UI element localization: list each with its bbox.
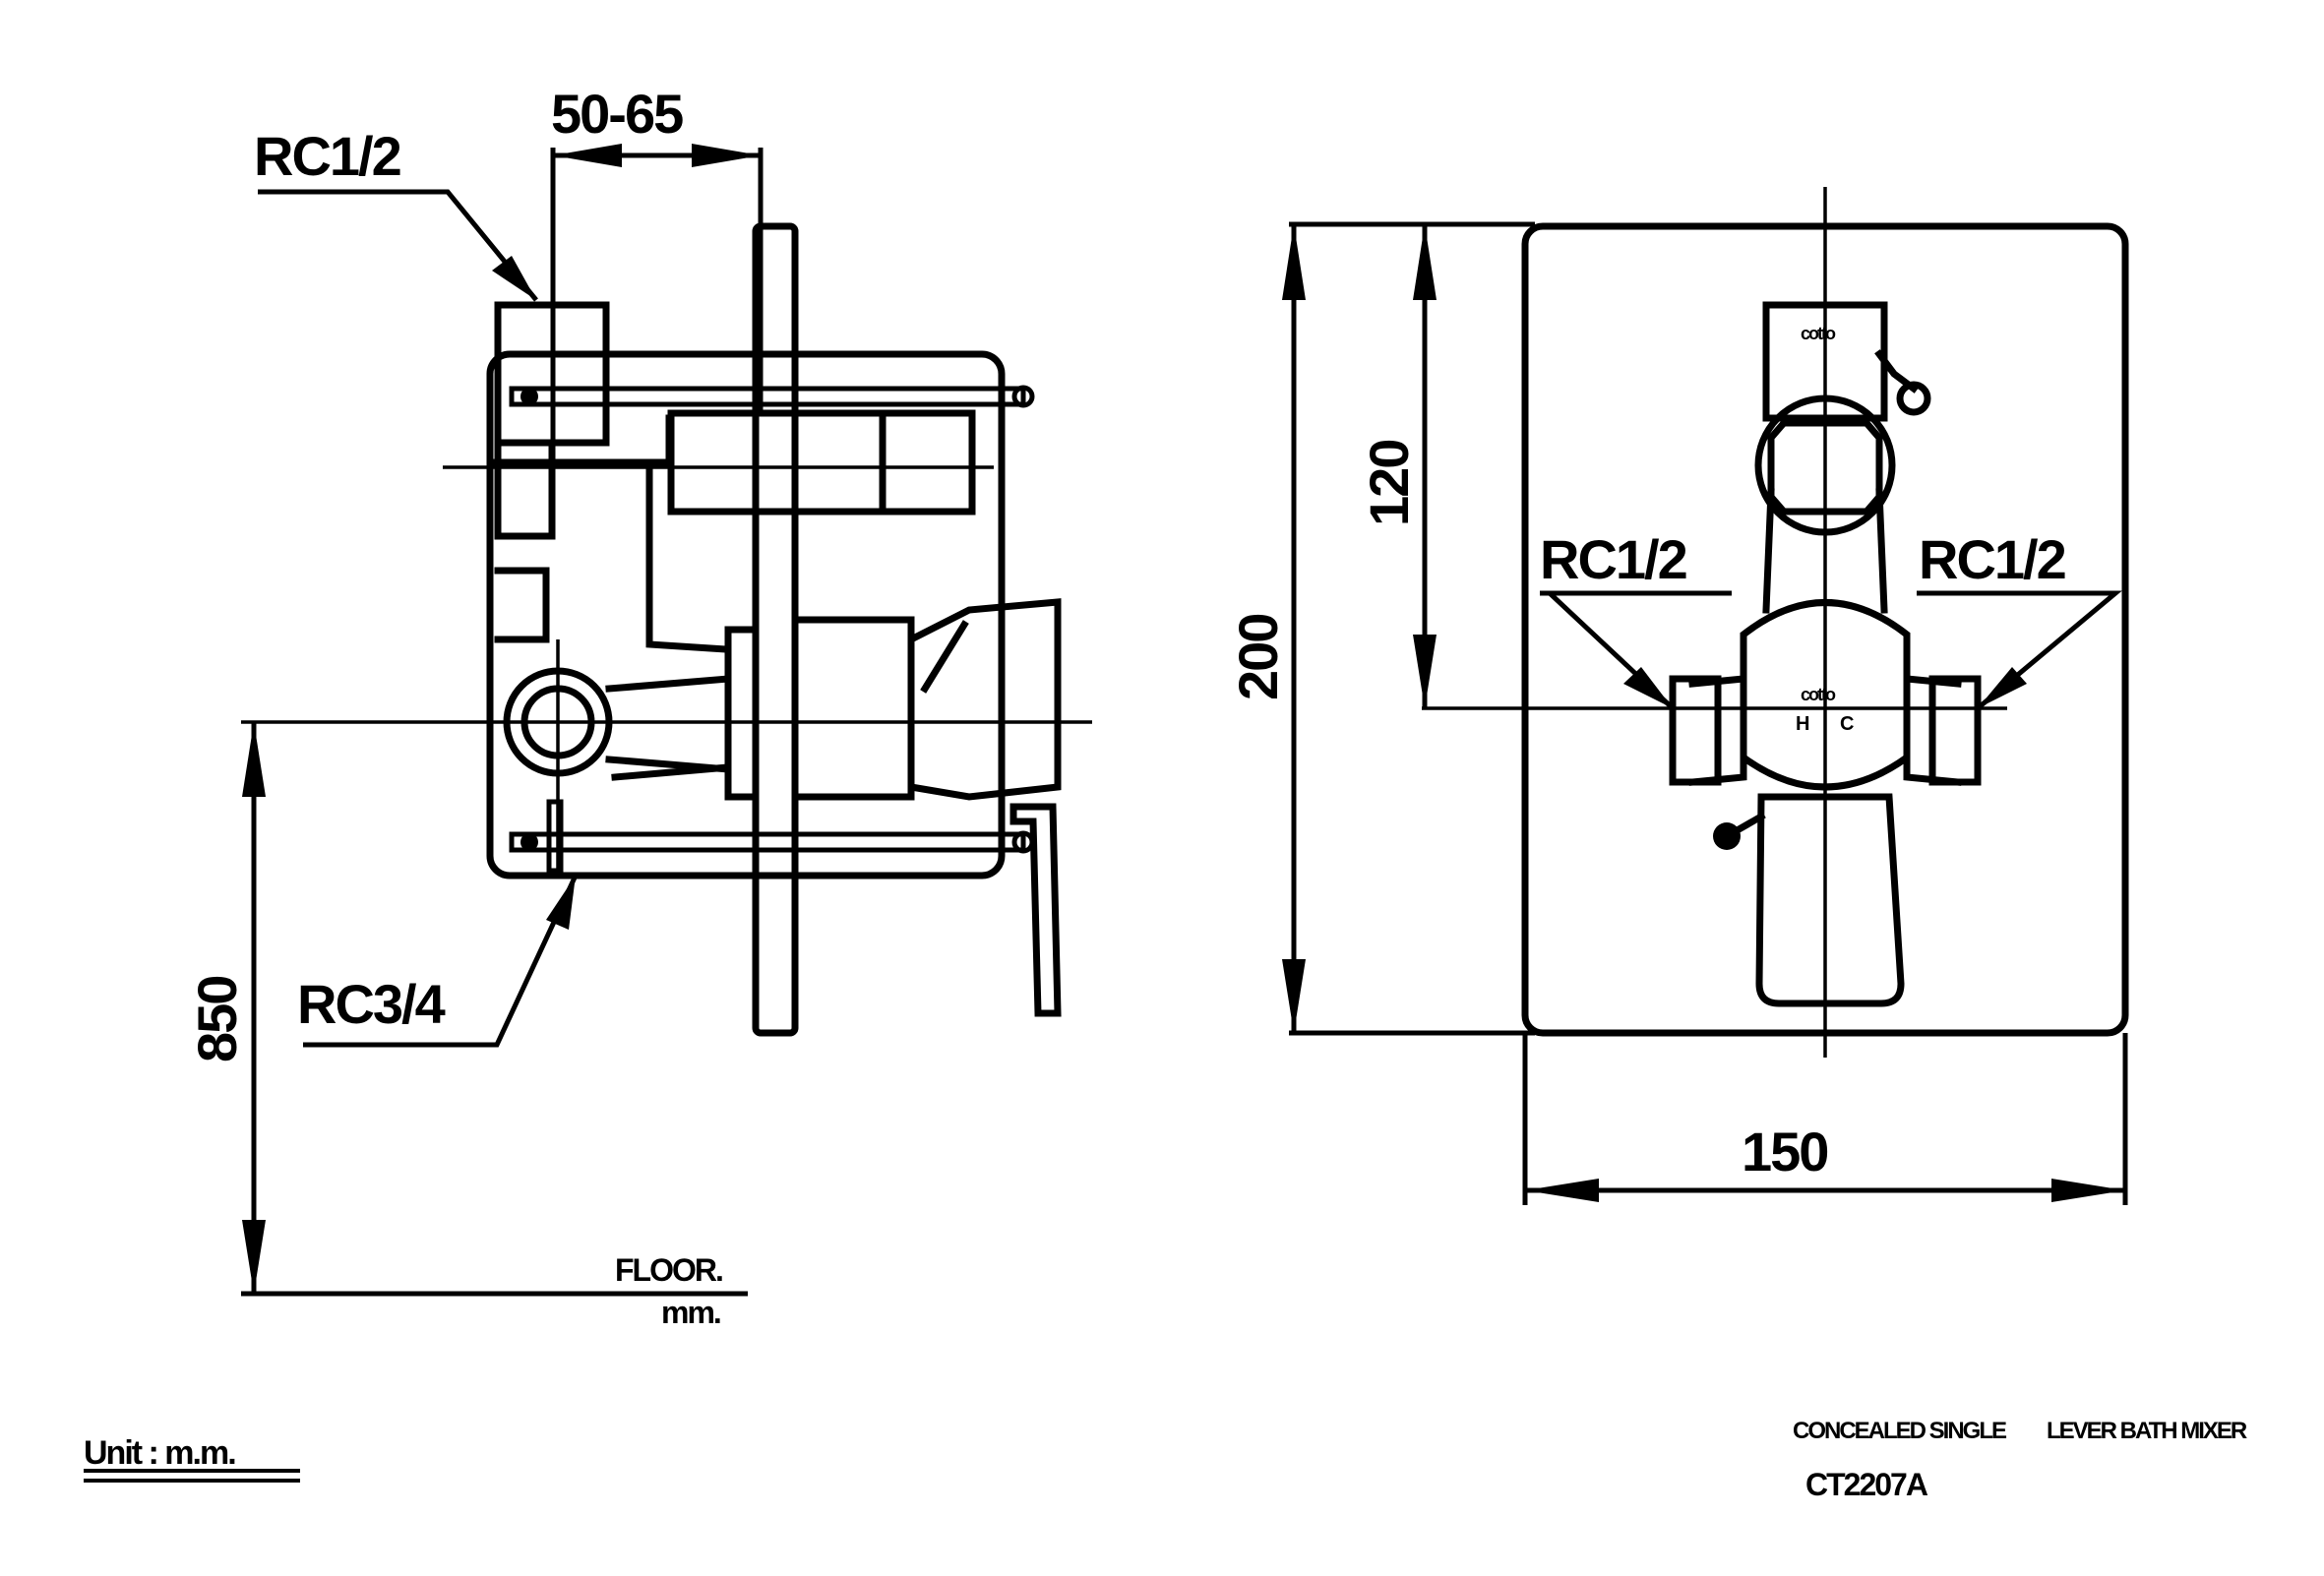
logo-center: cotto [1801, 685, 1836, 704]
product-description-1: CONCEALED SINGLE [1793, 1418, 2007, 1444]
unit-note: Unit : m.m. [84, 1434, 235, 1472]
plate-height-label: 200 [1227, 615, 1289, 700]
diverter-knob [1767, 419, 1883, 515]
plate-width-label: 150 [1742, 1121, 1827, 1182]
inlet-left-body [1669, 675, 1722, 786]
lever-collar [791, 616, 915, 801]
dim-depth-label: 50-65 [551, 83, 683, 145]
lever-handle-front [1755, 793, 1905, 1007]
mm-label: mm. [661, 1295, 720, 1330]
diverter-knob-ring [1754, 394, 1896, 536]
upper-mounting-screw [509, 386, 1026, 407]
inlet-left-label: RC1/2 [1540, 528, 1686, 590]
inlet-top-label: RC1/2 [254, 125, 400, 187]
floor-label: FLOOR. [615, 1252, 722, 1288]
model-number: CT2207A [1805, 1467, 1928, 1502]
valve-body-outline [486, 350, 1006, 879]
side-view: 50-65 RC1/2 RC3/4 850 FLOOR. mm. [186, 83, 1092, 1330]
logo-top: cotto [1801, 324, 1836, 343]
leader-inlet-top [258, 189, 538, 302]
front-view: cotto cotto H C 200 120 [1227, 187, 2129, 1205]
height-label: 850 [186, 977, 248, 1062]
title-block: Unit : m.m. CONCEALED SINGLE LEVER BATH … [84, 1418, 2249, 1502]
inlet-spacing-label: 120 [1358, 441, 1420, 526]
hot-mark: H [1796, 713, 1809, 735]
leader-inlet-right [1917, 590, 2122, 710]
leader-outlet [303, 874, 579, 1048]
lever-handle-side [907, 598, 1062, 801]
inlet-right-body [1928, 675, 1982, 786]
cold-mark: C [1840, 713, 1854, 735]
body-rib [494, 439, 556, 540]
outlet-bottom-label: RC3/4 [297, 973, 446, 1035]
leader-inlet-left [1540, 590, 1732, 710]
inlet-right-label: RC1/2 [1919, 528, 2065, 590]
product-description-2: LEVER BATH MIXER [2047, 1418, 2247, 1444]
cartridge-housing [667, 409, 976, 515]
lower-mounting-screw [509, 831, 1026, 853]
